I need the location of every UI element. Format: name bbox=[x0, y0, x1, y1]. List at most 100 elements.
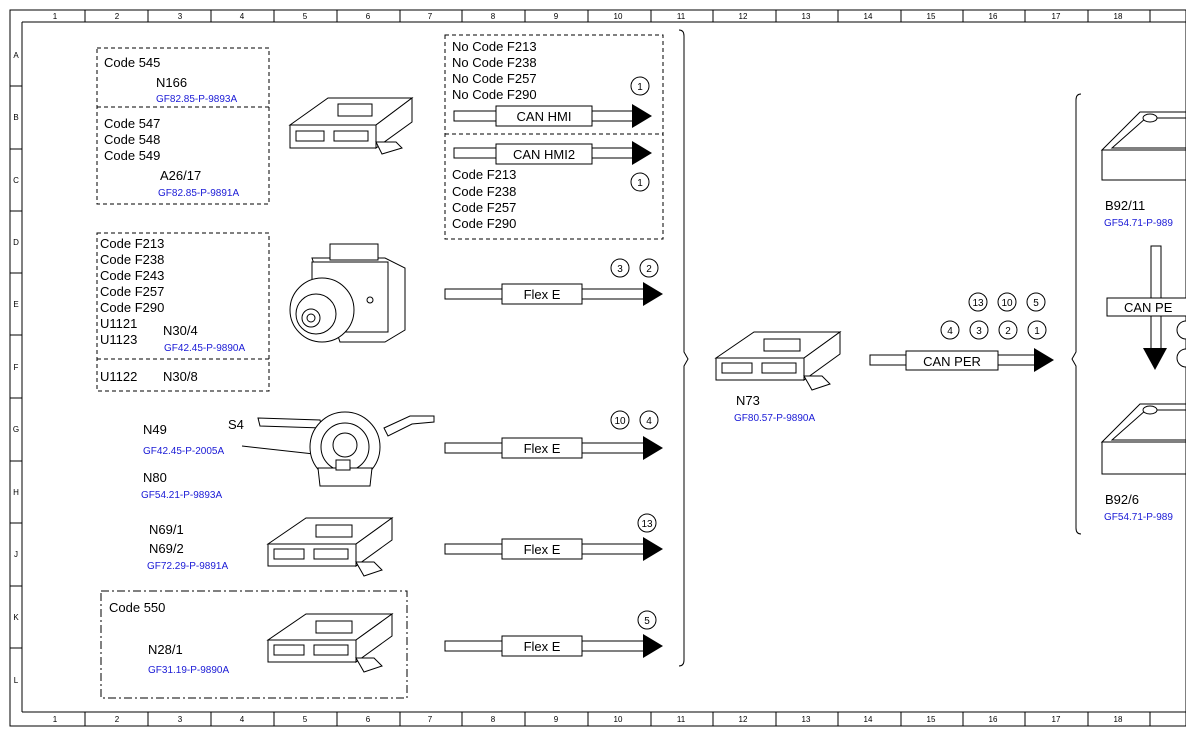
control-unit-icon bbox=[288, 97, 414, 155]
row-label: B bbox=[13, 113, 18, 122]
col-label: 7 bbox=[428, 715, 433, 724]
col-label: 12 bbox=[739, 715, 748, 724]
col-label: 15 bbox=[927, 12, 936, 21]
col-label: 11 bbox=[677, 12, 686, 21]
col-label: 11 bbox=[677, 715, 686, 724]
col-label: 6 bbox=[366, 12, 371, 21]
column-ruler-labels: 1 2 3 4 5 6 7 8 9 10 11 12 13 14 15 16 1… bbox=[53, 12, 1123, 724]
sheet-frame bbox=[9, 9, 1186, 727]
col-label: 12 bbox=[739, 12, 748, 21]
code-label: U1122 bbox=[100, 369, 137, 384]
code-label: Code F290 bbox=[452, 216, 516, 231]
code-label: Code F290 bbox=[100, 300, 164, 315]
doc-link[interactable]: GF42.45-P-9890A bbox=[164, 343, 245, 354]
code-label: No Code F213 bbox=[452, 39, 537, 54]
control-unit-icon bbox=[266, 517, 394, 577]
doc-link[interactable]: GF31.19-P-9890A bbox=[148, 665, 229, 676]
code-label: Code F213 bbox=[452, 167, 516, 182]
col-label: 3 bbox=[178, 715, 183, 724]
doc-link[interactable]: GF42.45-P-2005A bbox=[143, 446, 224, 457]
col-label: 6 bbox=[366, 715, 371, 724]
code-label: Code 547 bbox=[104, 116, 160, 131]
col-label: 17 bbox=[1052, 12, 1061, 21]
sensor-unit-icon bbox=[1100, 111, 1186, 181]
doc-link[interactable]: GF54.21-P-9893A bbox=[141, 490, 222, 501]
doc-link[interactable]: GF82.85-P-9893A bbox=[156, 94, 237, 105]
group-n30: Code F213 Code F238 Code F243 Code F257 … bbox=[96, 232, 270, 392]
column-ruler bbox=[84, 10, 1151, 726]
marker-number: 4 bbox=[947, 326, 953, 337]
col-label: 18 bbox=[1114, 715, 1123, 724]
bus-label-flex-e: Flex E bbox=[524, 287, 561, 302]
row-label: L bbox=[14, 676, 19, 685]
marker-number: 3 bbox=[617, 264, 623, 275]
doc-link[interactable]: GF82.85-P-9891A bbox=[158, 188, 239, 199]
component-label-n30-4: N30/4 bbox=[163, 323, 198, 338]
code-label: Code 549 bbox=[104, 148, 160, 163]
row-label: J bbox=[14, 550, 18, 559]
col-label: 10 bbox=[614, 12, 623, 21]
group-n73: N73 GF80.57-P-9890A bbox=[734, 393, 815, 424]
row-label: H bbox=[13, 488, 19, 497]
col-label: 13 bbox=[802, 715, 811, 724]
col-label: 5 bbox=[303, 715, 308, 724]
group-b92-11: B92/11 GF54.71-P-989 bbox=[1104, 198, 1173, 229]
row-ruler: A B C D E F G H J K L bbox=[10, 51, 22, 685]
code-label: U1121 bbox=[100, 316, 137, 331]
ignition-lock-icon bbox=[289, 243, 406, 343]
marker-number: 1 bbox=[1034, 326, 1040, 337]
col-label: 8 bbox=[491, 715, 496, 724]
group-code-f: No Code F213 No Code F238 No Code F257 N… bbox=[444, 34, 664, 240]
marker-number: 13 bbox=[972, 298, 984, 309]
col-label: 3 bbox=[178, 12, 183, 21]
group-n69: N69/1 N69/2 GF72.29-P-9891A bbox=[147, 522, 228, 572]
doc-link[interactable]: GF54.71-P-989 bbox=[1104, 218, 1173, 229]
component-label-a26-17: A26/17 bbox=[160, 168, 201, 183]
col-label: 15 bbox=[927, 715, 936, 724]
row-label: D bbox=[13, 238, 19, 247]
group-s4: N49 S4 GF42.45-P-2005A N80 GF54.21-P-989… bbox=[141, 417, 333, 501]
group-b92-6: B92/6 GF54.71-P-989 bbox=[1104, 492, 1173, 523]
col-label: 16 bbox=[989, 715, 998, 724]
col-label: 4 bbox=[240, 715, 245, 724]
row-label: E bbox=[13, 300, 18, 309]
can-per-arrow: CAN PER 13 10 5 4 3 2 1 bbox=[869, 292, 1054, 372]
code-label: Code F238 bbox=[452, 184, 516, 199]
marker-number: 1 bbox=[637, 82, 643, 93]
bracket bbox=[678, 29, 689, 667]
code-label: Code 545 bbox=[104, 55, 160, 70]
col-label: 9 bbox=[554, 12, 559, 21]
col-label: 9 bbox=[554, 715, 559, 724]
sensor-unit-icon bbox=[1100, 403, 1186, 475]
marker-number: 4 bbox=[646, 416, 652, 427]
can-per-vertical-arrow: CAN PE bbox=[1106, 245, 1186, 370]
group-n28: Code 550 N28/1 GF31.19-P-9890A bbox=[100, 590, 408, 699]
marker-number: 5 bbox=[1033, 298, 1039, 309]
doc-link[interactable]: GF72.29-P-9891A bbox=[147, 561, 228, 572]
col-label: 13 bbox=[802, 12, 811, 21]
marker-number: 10 bbox=[1001, 298, 1013, 309]
marker-number: 13 bbox=[641, 519, 653, 530]
row-label: F bbox=[14, 363, 19, 372]
code-label: No Code F290 bbox=[452, 87, 537, 102]
doc-link[interactable]: GF54.71-P-989 bbox=[1104, 512, 1173, 523]
col-label: 16 bbox=[989, 12, 998, 21]
bus-label-flex-e: Flex E bbox=[524, 542, 561, 557]
col-label: 7 bbox=[428, 12, 433, 21]
component-label-b92-6: B92/6 bbox=[1105, 492, 1139, 507]
group-code-545: Code 545 N166 GF82.85-P-9893A Code 547 C… bbox=[96, 47, 270, 205]
code-label: Code F213 bbox=[100, 236, 164, 251]
code-label: Code F243 bbox=[100, 268, 164, 283]
component-label-n30-8: N30/8 bbox=[163, 369, 198, 384]
marker-number: 2 bbox=[646, 264, 652, 275]
code-label: No Code F257 bbox=[452, 71, 537, 86]
component-label-n69-2: N69/2 bbox=[149, 541, 184, 556]
flex-e-arrow-2: Flex E 10 4 bbox=[444, 410, 663, 460]
marker-number: 10 bbox=[614, 416, 626, 427]
bus-label-flex-e: Flex E bbox=[524, 639, 561, 654]
doc-link[interactable]: GF80.57-P-9890A bbox=[734, 413, 815, 424]
component-label-n28-1: N28/1 bbox=[148, 642, 183, 657]
can-hmi2-arrow: CAN HMI2 1 bbox=[453, 141, 652, 192]
row-label: A bbox=[13, 51, 19, 60]
